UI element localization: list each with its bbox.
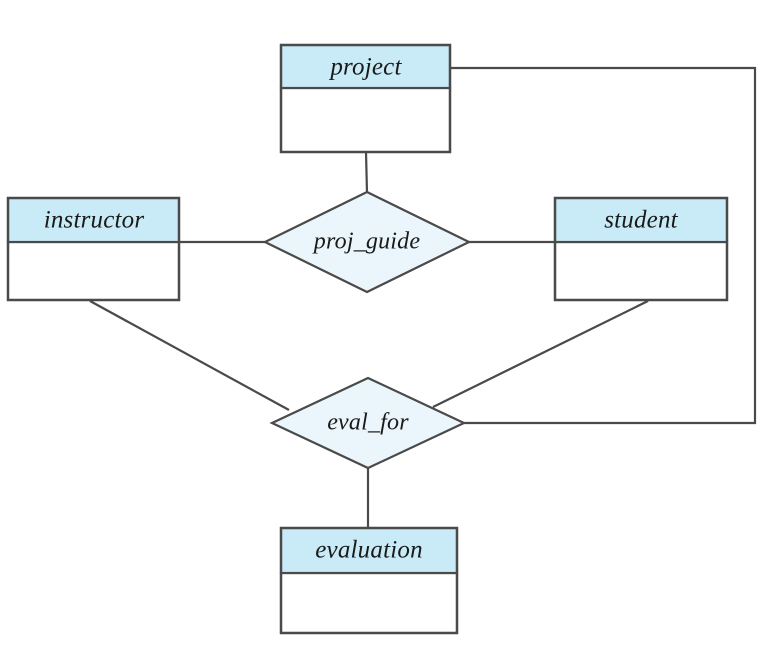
relationship-eval-for-label: eval_for <box>327 410 409 436</box>
entity-student-outline <box>553 196 729 302</box>
entity-student[interactable]: student <box>553 196 729 302</box>
entity-project-header <box>279 43 452 90</box>
entity-student-label: student <box>604 207 678 234</box>
entity-evaluation-label: evaluation <box>315 537 423 564</box>
entity-instructor-body <box>6 240 181 302</box>
entity-evaluation-body <box>279 571 459 635</box>
connector-student-to-eval-for <box>432 300 649 408</box>
relationship-proj-guide-label: proj_guide <box>312 229 421 255</box>
relationship-proj-guide-shape <box>262 190 472 294</box>
connector-project-to-proj-guide <box>364 151 369 194</box>
relationship-eval-for[interactable]: eval_for <box>269 376 467 470</box>
connector-instructor-to-eval-for <box>89 300 290 411</box>
connector-project-to-eval-for <box>450 66 757 425</box>
entity-evaluation[interactable]: evaluation <box>279 526 459 635</box>
entity-project-label: project <box>328 54 402 81</box>
entity-project-outline <box>279 43 452 154</box>
relationship-proj-guide[interactable]: proj_guide <box>262 190 472 294</box>
entity-evaluation-outline <box>279 526 459 635</box>
entity-project-body <box>279 86 452 154</box>
entity-instructor-label: instructor <box>44 207 145 234</box>
entity-project[interactable]: project <box>279 43 452 154</box>
relationship-eval-for-shape <box>269 376 467 470</box>
entity-instructor[interactable]: instructor <box>6 196 181 302</box>
entity-student-header <box>553 196 729 244</box>
entity-instructor-outline <box>6 196 181 302</box>
entity-student-body <box>553 240 729 302</box>
